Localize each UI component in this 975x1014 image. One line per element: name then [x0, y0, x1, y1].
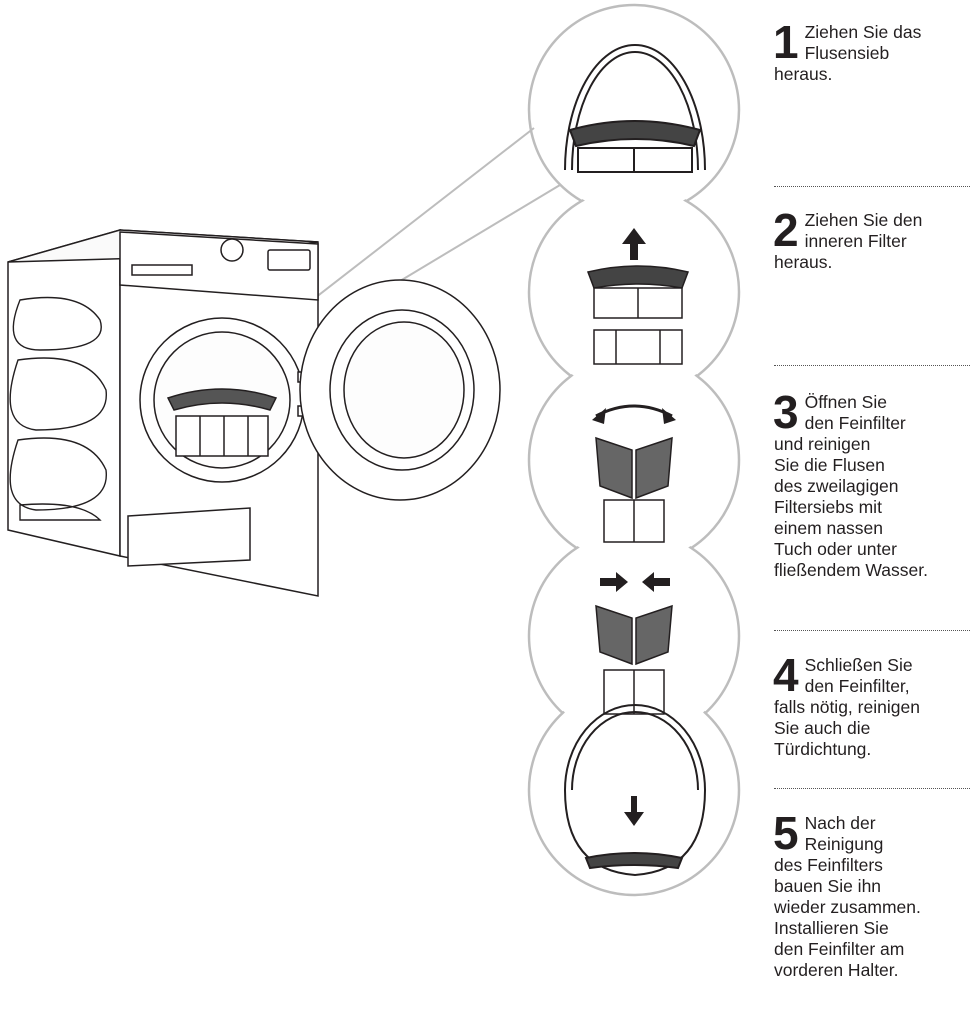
separator — [774, 186, 970, 187]
step-1: 1 Ziehen Sie das Flusensieb heraus. — [774, 22, 974, 85]
step-3-number: 3 — [773, 394, 799, 430]
step-2-number: 2 — [773, 212, 799, 248]
dryer — [8, 230, 500, 596]
step-5-number: 5 — [773, 815, 799, 851]
separator — [774, 630, 970, 631]
separator — [774, 788, 970, 789]
step-4: 4 Schließen Sie den Feinfilter, falls nö… — [774, 655, 974, 760]
step-4-number: 4 — [773, 657, 799, 693]
separator — [774, 365, 970, 366]
step-2: 2 Ziehen Sie den inneren Filter heraus. — [774, 210, 974, 273]
step-5: 5 Nach der Reinigung des Feinfilters bau… — [774, 813, 974, 981]
step-1-number: 1 — [773, 24, 799, 60]
step-3: 3 Öffnen Sie den Feinfilter und reinigen… — [774, 392, 974, 581]
